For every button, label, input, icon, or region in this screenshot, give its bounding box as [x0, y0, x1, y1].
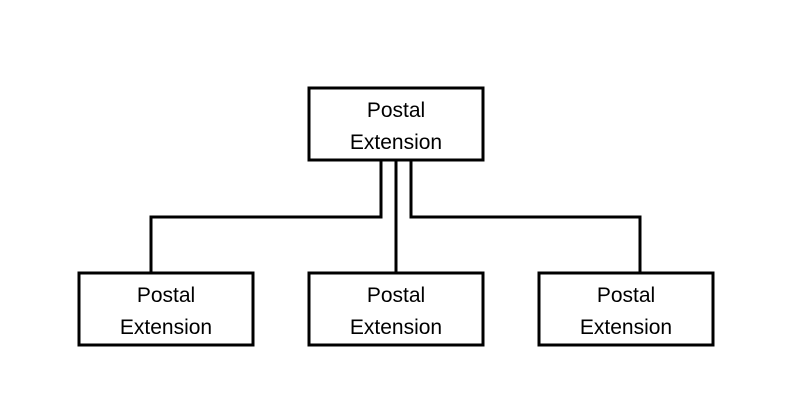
child-node-left[interactable]: Postal Extension — [77, 271, 255, 347]
child-node-right-box — [537, 271, 715, 347]
child-node-middle-box — [307, 271, 485, 347]
child-node-left-box — [77, 271, 255, 347]
root-node[interactable]: Postal Extension — [307, 86, 485, 162]
child-node-right-label-line1: Postal — [597, 284, 655, 307]
child-node-left-label-line2: Extension — [120, 316, 212, 339]
child-node-left-label-line1: Postal — [137, 284, 195, 307]
connectors — [149, 161, 642, 273]
child-node-middle-label-line1: Postal — [367, 284, 425, 307]
child-node-middle-label-line2: Extension — [350, 316, 442, 339]
connector-root-to-left — [149, 161, 383, 273]
root-node-box — [307, 86, 485, 162]
child-node-right[interactable]: Postal Extension — [537, 271, 715, 347]
root-node-label-line2: Extension — [350, 131, 442, 154]
child-node-middle[interactable]: Postal Extension — [307, 271, 485, 347]
connector-root-to-right — [409, 161, 642, 273]
child-node-right-label-line2: Extension — [580, 316, 672, 339]
root-node-label-line1: Postal — [367, 99, 425, 122]
